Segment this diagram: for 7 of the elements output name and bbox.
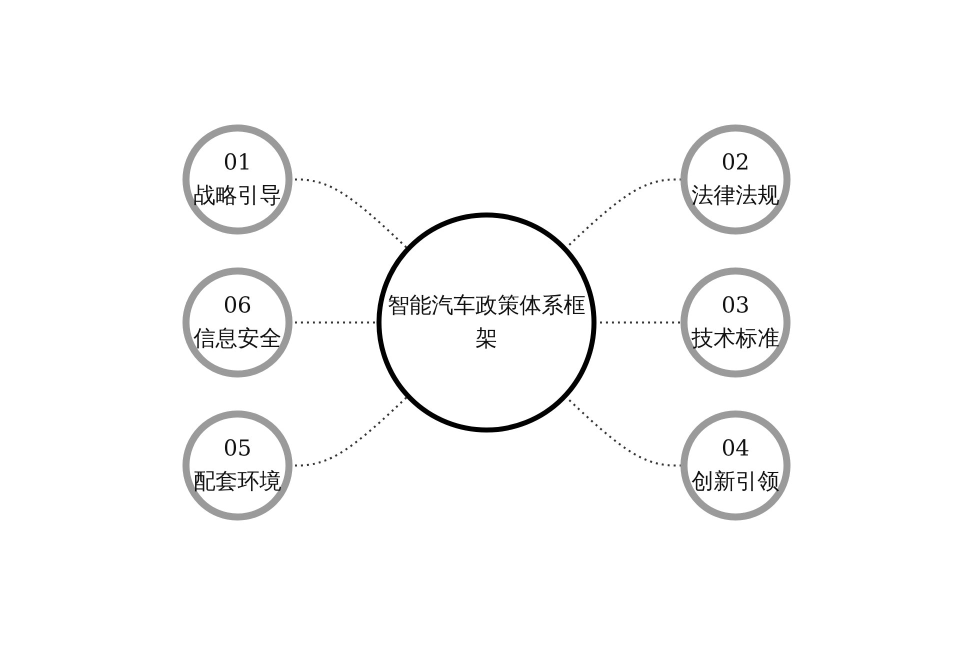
node-circle: 04 创新引领 <box>680 410 790 520</box>
node-circle: 02 法律法规 <box>680 124 790 234</box>
node-circle: 05 配套环境 <box>182 410 292 520</box>
node-circle: 智能汽车政策体系框架 <box>376 212 596 432</box>
node-circle: 06 信息安全 <box>182 268 292 378</box>
node-circle: 03 技术标准 <box>680 268 790 378</box>
node-circle: 01 战略引导 <box>182 124 292 234</box>
